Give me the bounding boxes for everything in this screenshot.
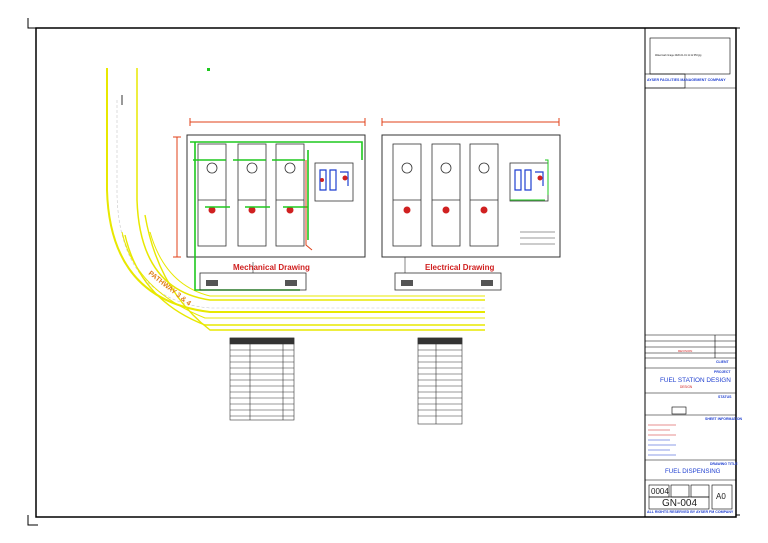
title-block: [644, 37, 736, 510]
drawing-number: GN-004: [662, 498, 698, 509]
logo-caption: Watermark Image 2020-01-01 11:12 PM.jpg: [655, 54, 702, 57]
paper-size: A0: [716, 492, 726, 501]
status-label: STATUS: [718, 395, 732, 399]
electrical-schedule-table: [417, 337, 463, 425]
title-block-footer: ALL RIGHTS RESERVED BY AYSER FM COMPANY: [647, 510, 734, 514]
electrical-panel: [381, 118, 561, 291]
drawing-title: FUEL DISPENSING: [665, 468, 721, 475]
project-sub: DESIGN: [680, 385, 693, 389]
sheet-border: [35, 27, 737, 518]
mechanical-title: Mechanical Drawing: [233, 263, 310, 272]
mechanical-panel: [173, 118, 366, 291]
client-label: CLIENT: [716, 360, 729, 364]
company-name: AYSER FACILITIES MANAGEMENT COMPANY: [647, 78, 726, 82]
title-block-details: [648, 424, 676, 456]
project-name: FUEL STATION DESIGN: [660, 377, 731, 384]
project-label: PROJECT: [714, 370, 731, 374]
electrical-title: Electrical Drawing: [425, 263, 494, 272]
revision-note: REVISION: [678, 349, 693, 353]
mechanical-schedule-table: [229, 337, 295, 421]
sheet-number: 0004: [651, 487, 669, 496]
road: [106, 68, 485, 331]
marker-dot: [207, 68, 210, 71]
drawing-title-label: DRAWING TITLE: [710, 462, 738, 466]
sheet-info-label: SHEET INFORMATION: [705, 417, 743, 421]
